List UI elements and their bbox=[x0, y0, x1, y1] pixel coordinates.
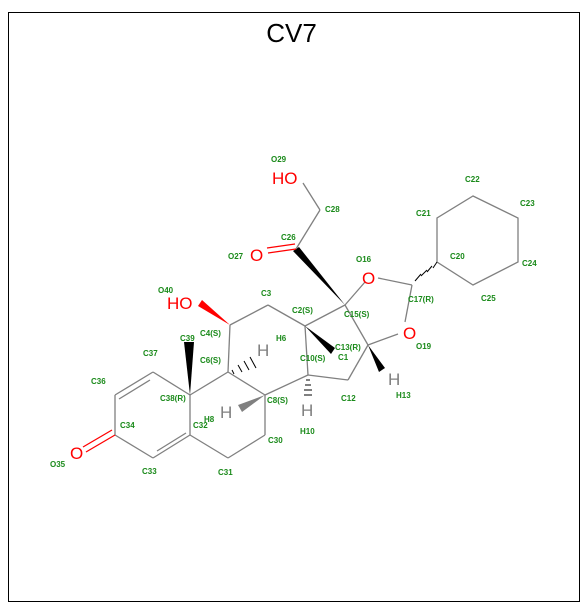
label-h6: H6 bbox=[276, 334, 287, 343]
label-c33: C33 bbox=[142, 467, 157, 476]
label-o29: O29 bbox=[271, 155, 287, 164]
atom-symbols: HO O HO O O O H H H H bbox=[70, 169, 416, 463]
bond-c26-o27-double bbox=[266, 243, 296, 249]
label-h10: H10 bbox=[300, 427, 315, 436]
label-c32: C32 bbox=[193, 421, 208, 430]
figure-frame bbox=[8, 12, 580, 602]
label-c20: C20 bbox=[450, 252, 465, 261]
bond-c34-o35 bbox=[85, 434, 116, 453]
label-c17: C17(R) bbox=[408, 295, 434, 304]
c6-hydrogen-symbol: H bbox=[257, 341, 269, 360]
label-c37: C37 bbox=[143, 349, 158, 358]
label-c39: C39 bbox=[180, 334, 195, 343]
bond-c26-c28 bbox=[295, 209, 321, 250]
label-c26: C26 bbox=[281, 233, 296, 242]
bond-c2-c3 bbox=[267, 304, 306, 327]
bond-c2-c15 bbox=[304, 304, 346, 327]
label-c30: C30 bbox=[268, 436, 283, 445]
bond-o19-c13 bbox=[367, 333, 399, 346]
label-c24: C24 bbox=[522, 259, 537, 268]
ether-o16-symbol: O bbox=[362, 269, 375, 288]
bond-c4-c6 bbox=[227, 324, 231, 373]
bond-c33-c32 bbox=[152, 434, 191, 459]
c4-oh-wedge-bond bbox=[198, 300, 230, 325]
bond-c3-c4 bbox=[229, 304, 269, 326]
label-h13: H13 bbox=[396, 391, 411, 400]
bond-c31-c30 bbox=[227, 434, 266, 459]
label-c34: C34 bbox=[120, 421, 135, 430]
c13-h-wedge-bond bbox=[368, 345, 385, 372]
bond-c32-c31 bbox=[189, 434, 229, 459]
label-c6: C6(S) bbox=[200, 356, 221, 365]
bond-c8-c10 bbox=[264, 374, 309, 396]
bond-o16-c15 bbox=[344, 281, 366, 306]
c8-hydrogen-symbol: H bbox=[220, 403, 232, 422]
c20-c17-hashed-bond bbox=[414, 261, 438, 282]
bond-c33-c32-double bbox=[156, 432, 187, 452]
c13-hydrogen-symbol: H bbox=[388, 370, 400, 389]
bond-c15-c13 bbox=[344, 304, 369, 346]
label-c15: C15(S) bbox=[344, 310, 370, 319]
bond-c38-c37 bbox=[152, 371, 191, 396]
cyclohexyl-ring bbox=[436, 195, 519, 286]
bond-c6-c38 bbox=[189, 371, 229, 396]
label-c1: C1 bbox=[338, 353, 349, 362]
label-c22: C22 bbox=[465, 175, 480, 184]
enone-o35-symbol: O bbox=[70, 444, 83, 463]
c15-c26-wedge-bond bbox=[293, 247, 345, 305]
label-c10: C10(S) bbox=[300, 354, 326, 363]
hydroxyl-o29-symbol: HO bbox=[272, 169, 298, 188]
label-h8: H8 bbox=[204, 415, 215, 424]
c2-methyl-wedge-bond bbox=[305, 326, 335, 354]
hydroxyl-o40-symbol: HO bbox=[167, 294, 193, 313]
atom-labels: O29 C28 C22 C23 C21 C26 O27 O16 C20 C24 … bbox=[50, 155, 537, 477]
label-c4: C4(S) bbox=[200, 329, 221, 338]
label-c13: C13(R) bbox=[335, 343, 361, 352]
bond-c37-c36 bbox=[114, 371, 154, 396]
bond-c34-c33 bbox=[114, 434, 154, 459]
label-c3: C3 bbox=[261, 289, 272, 298]
label-o35: O35 bbox=[50, 460, 66, 469]
bond-c12-c10 bbox=[307, 374, 349, 381]
bond-c37-c36-double bbox=[118, 379, 151, 400]
ether-o19-symbol: O bbox=[403, 324, 416, 343]
bond-c17-o16 bbox=[377, 277, 413, 286]
label-c25: C25 bbox=[481, 294, 496, 303]
molecule-title: CV7 bbox=[266, 18, 317, 48]
label-c2: C2(S) bbox=[292, 306, 313, 315]
label-c36: C36 bbox=[91, 377, 106, 386]
label-c28: C28 bbox=[325, 205, 340, 214]
bond-c10-c2 bbox=[304, 325, 309, 376]
c10-hydrogen-symbol: H bbox=[301, 401, 313, 420]
label-o27: O27 bbox=[228, 252, 244, 261]
bond-c26-o27 bbox=[267, 248, 297, 254]
bonds bbox=[82, 182, 519, 459]
label-c38: C38(R) bbox=[160, 394, 186, 403]
bond-c28-o29 bbox=[302, 182, 321, 211]
label-c31: C31 bbox=[218, 468, 233, 477]
molecule-structure: HO O HO O O O H H H H O29 C28 C22 C23 C2… bbox=[50, 155, 537, 477]
label-o16: O16 bbox=[356, 255, 372, 264]
c10-h-hashed-bond bbox=[304, 379, 312, 396]
c38-methyl-wedge-bond bbox=[184, 342, 194, 395]
c8-h-wedge-bond bbox=[238, 395, 265, 412]
bond-c17-o19 bbox=[404, 284, 413, 323]
bond-c6-c8 bbox=[227, 371, 266, 396]
c6-h-hashed-bond bbox=[231, 356, 257, 375]
label-c21: C21 bbox=[416, 209, 431, 218]
label-c12: C12 bbox=[341, 394, 356, 403]
label-c23: C23 bbox=[520, 199, 535, 208]
carbonyl-o27-symbol: O bbox=[250, 246, 263, 265]
label-o40: O40 bbox=[158, 286, 174, 295]
label-c8: C8(S) bbox=[267, 396, 288, 405]
bond-c13-c12 bbox=[347, 344, 369, 381]
label-o19: O19 bbox=[416, 342, 432, 351]
bond-c34-o35-double bbox=[82, 429, 113, 448]
